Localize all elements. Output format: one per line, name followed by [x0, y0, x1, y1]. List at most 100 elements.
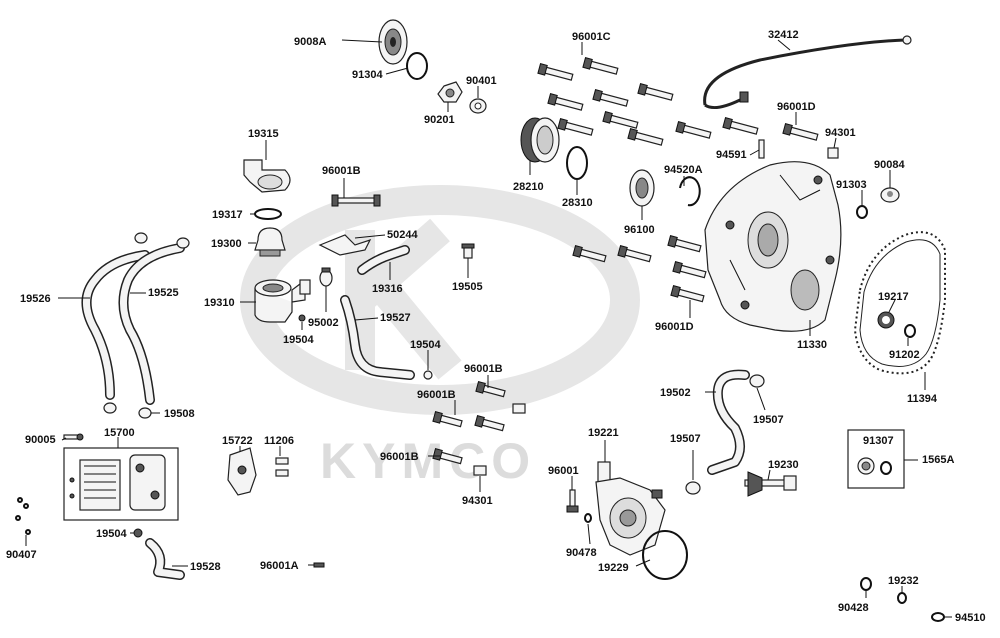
part-94301-dowel-low[interactable] — [473, 465, 487, 476]
label-96001B-top: 96001B — [322, 165, 361, 177]
label-19505: 19505 — [452, 281, 483, 293]
label-96001: 96001 — [548, 465, 579, 477]
label-90005: 90005 — [25, 434, 56, 446]
label-94510: 94510 — [955, 612, 986, 624]
part-9008A-gear[interactable] — [378, 19, 408, 65]
label-19310: 19310 — [204, 297, 235, 309]
part-19230-impeller-shaft[interactable] — [744, 471, 797, 497]
label-19502: 19502 — [660, 387, 691, 399]
label-1565A: 1565A — [922, 454, 954, 466]
label-96001B-low: 96001B — [380, 451, 419, 463]
part-96100-bearing[interactable] — [629, 169, 655, 207]
part-19504-clip-b[interactable] — [423, 370, 433, 380]
label-19504-a: 19504 — [283, 334, 314, 346]
part-19507-clamp-b[interactable] — [685, 481, 701, 495]
part-19310-thermostat-housing[interactable] — [254, 279, 311, 323]
part-11206-dowels[interactable] — [275, 457, 289, 477]
label-19526: 19526 — [20, 293, 51, 305]
part-1565A-kit[interactable] — [847, 429, 905, 489]
part-91202-ring[interactable] — [904, 324, 916, 338]
label-19528: 19528 — [190, 561, 221, 573]
label-96001B-mid2: 96001B — [417, 389, 456, 401]
part-19217-seal[interactable] — [877, 311, 895, 329]
part-19315-thermostat-cover[interactable] — [243, 159, 291, 193]
label-28210: 28210 — [513, 181, 544, 193]
part-19229-gasket[interactable] — [642, 530, 688, 580]
part-91303-ring[interactable] — [856, 205, 868, 219]
label-90428: 90428 — [838, 602, 869, 614]
part-19300-thermostat[interactable] — [254, 227, 286, 257]
label-96001B-mid1: 96001B — [464, 363, 503, 375]
part-90201-nut[interactable] — [437, 81, 463, 103]
part-19504-clip-a[interactable] — [298, 314, 306, 322]
part-19507-clamp-a[interactable] — [749, 374, 765, 388]
label-94301-top: 94301 — [825, 127, 856, 139]
part-19504-clip-c[interactable] — [133, 528, 143, 538]
part-94520A-circlip[interactable] — [679, 176, 701, 207]
part-28210-seal[interactable] — [520, 117, 560, 163]
part-number-labels: 9008A 91304 90401 90201 96001C 32412 960… — [6, 29, 986, 624]
label-90084: 90084 — [874, 159, 905, 171]
part-19528-hose[interactable] — [145, 538, 185, 580]
label-94520A: 94520A — [664, 164, 703, 176]
part-91304-o-ring[interactable] — [406, 52, 428, 80]
label-28310: 28310 — [562, 197, 593, 209]
part-96001A-bolt[interactable] — [313, 562, 325, 568]
label-96001D-top: 96001D — [777, 101, 816, 113]
part-95002-clamp[interactable] — [319, 267, 333, 287]
label-19527: 19527 — [380, 312, 411, 324]
part-96001C-bolts[interactable] — [537, 57, 819, 147]
part-19232-ring[interactable] — [897, 592, 907, 604]
label-90201: 90201 — [424, 114, 455, 126]
part-15722-cover[interactable] — [227, 447, 257, 496]
part-11394-gasket[interactable] — [853, 231, 946, 375]
part-96001B-bolts-top[interactable] — [331, 194, 381, 207]
label-94301-low: 94301 — [462, 495, 493, 507]
part-15700-oil-cooler[interactable] — [63, 447, 179, 521]
part-90005-bolt[interactable] — [63, 433, 84, 441]
label-50244: 50244 — [387, 229, 418, 241]
label-15722: 15722 — [222, 435, 253, 447]
part-19525-hose[interactable] — [118, 243, 185, 405]
part-hose-clamps-top[interactable] — [134, 232, 190, 249]
label-91304: 91304 — [352, 69, 383, 81]
label-19317: 19317 — [212, 209, 243, 221]
part-19526-hose[interactable] — [81, 250, 150, 400]
label-19221: 19221 — [588, 427, 619, 439]
label-19504-c: 19504 — [96, 528, 127, 540]
part-19221-water-pump-housing[interactable] — [595, 461, 666, 556]
label-19508: 19508 — [164, 408, 195, 420]
part-19508-clamps[interactable] — [103, 402, 152, 419]
label-11394: 11394 — [907, 393, 938, 405]
label-95002: 95002 — [308, 317, 339, 329]
part-90407-washers[interactable] — [15, 497, 31, 535]
part-90478-washer[interactable] — [584, 513, 592, 523]
part-90084-plug[interactable] — [880, 187, 900, 203]
part-19316-hose[interactable] — [357, 245, 410, 275]
label-19315: 19315 — [248, 128, 279, 140]
label-96001A: 96001A — [260, 560, 299, 572]
part-19502-hose[interactable] — [707, 369, 750, 475]
part-94510-clip[interactable] — [931, 612, 952, 622]
part-94301-dowel-top[interactable] — [827, 147, 839, 159]
part-11330-crankcase-cover[interactable] — [704, 161, 842, 332]
part-19527-hose[interactable] — [340, 295, 415, 380]
part-90428-washer[interactable] — [860, 577, 872, 591]
part-19505-sensor[interactable] — [461, 243, 475, 259]
part-94591-pin[interactable] — [758, 139, 765, 159]
label-91307: 91307 — [863, 435, 894, 447]
part-28310-o-ring[interactable] — [566, 146, 588, 180]
part-19317-o-ring[interactable] — [254, 208, 282, 220]
leader-lines — [25, 39, 926, 598]
part-96001-bolt[interactable] — [566, 489, 579, 513]
label-15700: 15700 — [104, 427, 135, 439]
part-50244-bracket[interactable] — [318, 234, 372, 256]
part-96001B-bolts-mid[interactable] — [432, 381, 526, 466]
label-96001D-mid: 96001D — [655, 321, 694, 333]
part-96001D-bolts[interactable] — [572, 235, 707, 304]
part-32412-cable[interactable] — [703, 35, 912, 110]
part-90401-washer[interactable] — [469, 98, 487, 114]
label-96100: 96100 — [624, 224, 655, 236]
